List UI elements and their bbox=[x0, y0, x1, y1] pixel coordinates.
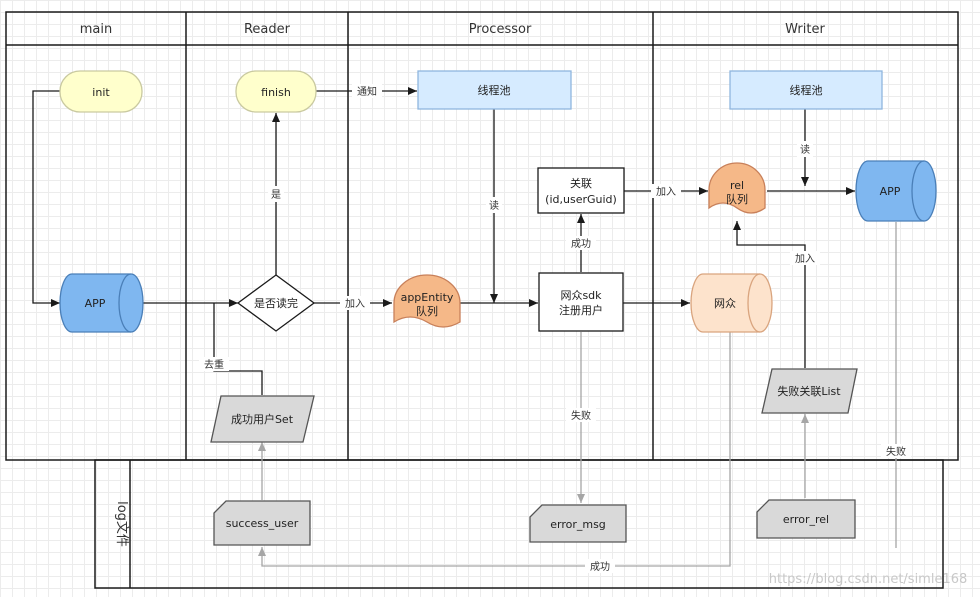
node-app-writer-label: APP bbox=[880, 185, 901, 198]
edge-wangzhong-success bbox=[258, 332, 731, 567]
label-fail-writer: 失败 bbox=[886, 445, 906, 458]
node-fail-relation-list: 失败关联List bbox=[761, 368, 858, 414]
node-register-label-1: 网众sdk bbox=[560, 289, 602, 302]
node-thread-pool-processor-label: 线程池 bbox=[478, 83, 511, 97]
node-wangzhong: 网众 bbox=[690, 273, 773, 333]
edge-fail-list-to-rel bbox=[733, 221, 806, 368]
node-success-user-log: success_user bbox=[213, 500, 311, 546]
node-relation-label-1: 关联 bbox=[570, 176, 592, 190]
node-app-entity-label-1: appEntity bbox=[401, 291, 454, 304]
label-fail-processor: 失败 bbox=[571, 409, 591, 422]
lane-header-writer: Writer bbox=[785, 22, 825, 37]
lane-header-processor: Processor bbox=[469, 22, 532, 37]
label-notify: 通知 bbox=[357, 85, 377, 98]
node-relation: 关联 (id,userGuid) bbox=[537, 167, 625, 214]
node-app-main: APP bbox=[59, 273, 144, 333]
label-join-processor: 加入 bbox=[345, 298, 365, 310]
edge-labels: 通知 是 读 成功 加入 去重 失败 加入 读 加入 失败 成功 bbox=[199, 84, 911, 573]
log-band-label: log文件 bbox=[114, 501, 129, 547]
log-band bbox=[94, 459, 944, 589]
label-join-fail: 加入 bbox=[795, 253, 815, 265]
edge-init-to-app bbox=[32, 90, 60, 307]
node-thread-pool-writer: 线程池 bbox=[729, 70, 883, 110]
node-finish: finish bbox=[235, 70, 317, 113]
node-rel-queue: rel 队列 bbox=[708, 162, 766, 214]
node-success-user-label: success_user bbox=[226, 517, 299, 530]
label-dedup: 去重 bbox=[204, 358, 224, 371]
node-error-rel-log: error_rel bbox=[756, 499, 856, 539]
label-join-rel: 加入 bbox=[656, 186, 676, 198]
label-read-processor: 读 bbox=[489, 199, 499, 212]
node-fail-list-label: 失败关联List bbox=[777, 384, 841, 398]
lane-header-main: main bbox=[80, 22, 112, 37]
node-app-main-label: APP bbox=[85, 297, 106, 310]
node-success-set-label: 成功用户Set bbox=[231, 412, 294, 426]
label-success-bottom: 成功 bbox=[590, 561, 610, 573]
node-wangzhong-label: 网众 bbox=[714, 297, 736, 310]
node-app-writer: APP bbox=[855, 160, 937, 222]
node-app-entity-label-2: 队列 bbox=[416, 304, 438, 318]
watermark-text: https://blog.csdn.net/simle168 bbox=[769, 572, 968, 587]
node-rel-label-2: 队列 bbox=[726, 192, 748, 206]
node-app-entity-queue: appEntity 队列 bbox=[393, 274, 461, 328]
node-relation-label-2: (id,userGuid) bbox=[545, 193, 617, 206]
node-init-label: init bbox=[92, 86, 110, 99]
edge-set-dedup bbox=[213, 303, 263, 395]
node-error-msg-label: error_msg bbox=[550, 518, 606, 531]
node-is-done-label: 是否读完 bbox=[254, 296, 298, 310]
node-error-rel-label: error_rel bbox=[783, 513, 829, 526]
lane-header-reader: Reader bbox=[244, 22, 291, 37]
label-success-up: 成功 bbox=[571, 238, 591, 250]
node-success-set: 成功用户Set bbox=[210, 395, 315, 443]
node-is-done: 是否读完 bbox=[236, 274, 316, 332]
node-register-label-2: 注册用户 bbox=[559, 303, 603, 317]
node-finish-label: finish bbox=[261, 86, 291, 99]
label-yes: 是 bbox=[271, 189, 281, 201]
node-error-msg-log: error_msg bbox=[529, 504, 627, 543]
label-read-writer: 读 bbox=[800, 143, 810, 156]
node-thread-pool-writer-label: 线程池 bbox=[790, 83, 823, 97]
node-register-user: 网众sdk 注册用户 bbox=[538, 272, 624, 332]
node-init: init bbox=[59, 70, 143, 113]
node-rel-label-1: rel bbox=[730, 179, 744, 192]
node-thread-pool-processor: 线程池 bbox=[417, 70, 572, 110]
